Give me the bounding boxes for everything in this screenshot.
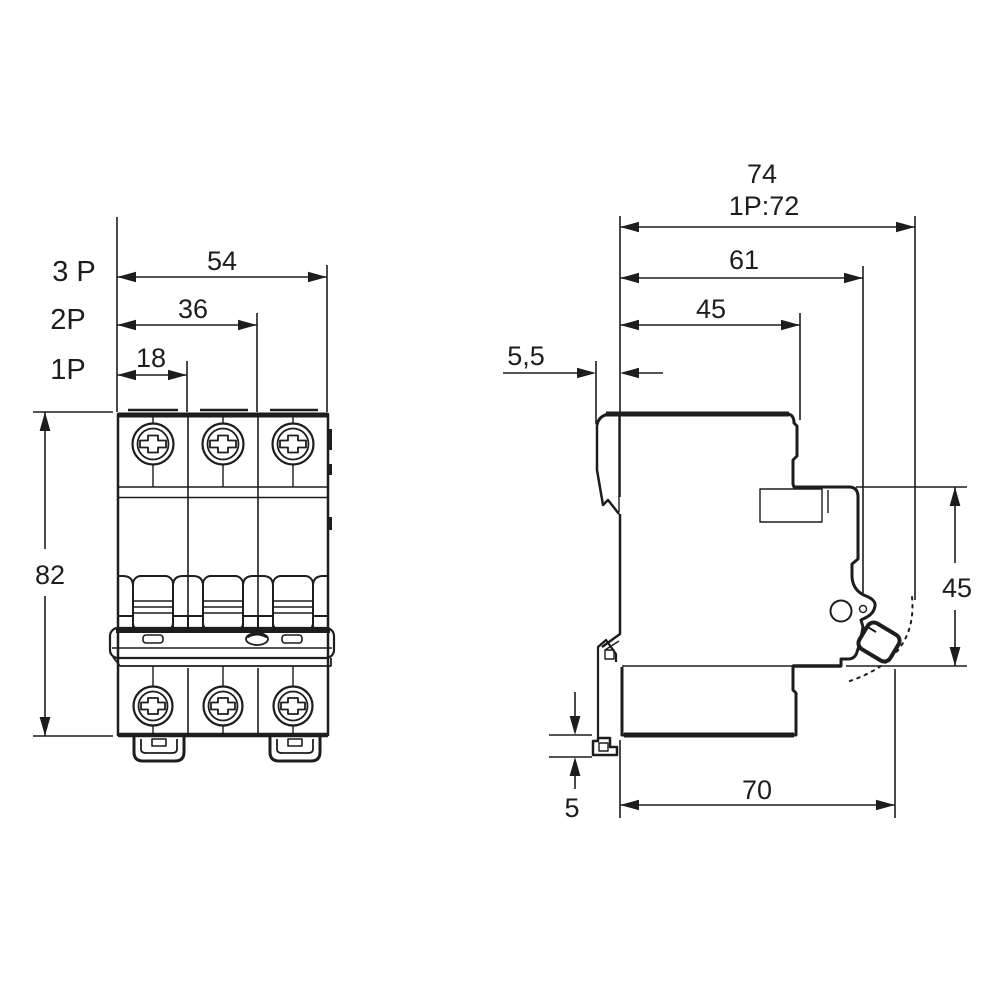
dim-value-1p: 1P:72 bbox=[729, 191, 800, 221]
screw-icon bbox=[272, 666, 314, 735]
mounting-tab bbox=[268, 736, 322, 763]
dim-value: 45 bbox=[942, 573, 972, 603]
dim-value: 45 bbox=[696, 294, 726, 324]
pole-pin-mark bbox=[327, 429, 332, 450]
dim-front-height: 82 bbox=[33, 411, 113, 737]
toggle-handles bbox=[118, 575, 328, 632]
pole-count-label: 1P bbox=[50, 354, 85, 386]
pole-count-label: 3 P bbox=[52, 256, 96, 288]
toggle-tie-bar bbox=[108, 626, 336, 667]
screw-icon bbox=[201, 415, 245, 487]
tie-bar-screw-icon bbox=[245, 632, 269, 646]
dim-front-width-3p: 3 P 54 bbox=[52, 217, 328, 412]
dim-side-45-top: 45 bbox=[620, 294, 801, 420]
dim-value: 36 bbox=[178, 294, 208, 324]
dim-value: 54 bbox=[207, 246, 237, 276]
toggle-lever bbox=[856, 620, 902, 664]
screw-icon bbox=[131, 415, 175, 487]
toggle-paddle bbox=[132, 575, 174, 632]
pole-pin-mark bbox=[327, 517, 332, 530]
screw-icon bbox=[202, 666, 244, 735]
side-label-area bbox=[759, 488, 829, 523]
dim-value: 5,5 bbox=[507, 341, 545, 371]
dim-side-rail-offset: 5,5 bbox=[503, 341, 663, 424]
padlock-hole bbox=[829, 599, 853, 623]
dim-value: 74 bbox=[747, 159, 777, 189]
dim-value: 70 bbox=[742, 775, 772, 805]
din-rail-clip bbox=[591, 638, 619, 757]
dim-value: 82 bbox=[35, 560, 65, 590]
toggle-travel-arc bbox=[846, 596, 914, 683]
side-body bbox=[595, 411, 877, 738]
screw-icon bbox=[271, 415, 315, 487]
dim-side-base-depth: 70 bbox=[619, 669, 896, 818]
pole-pin-mark bbox=[327, 464, 332, 475]
dim-side-clip-travel: 5 bbox=[549, 692, 592, 823]
mounting-tab bbox=[132, 736, 186, 763]
dim-front-width-2p: 2P 36 bbox=[50, 294, 258, 412]
dim-value: 18 bbox=[136, 343, 166, 373]
terminal-screws-bottom bbox=[132, 666, 314, 735]
screw-icon bbox=[132, 666, 174, 735]
terminal-screws-top bbox=[131, 415, 315, 487]
dim-side-61: 61 bbox=[620, 245, 864, 593]
toggle-paddle bbox=[202, 575, 244, 632]
side-view: 74 1P:72 61 45 5,5 bbox=[503, 159, 972, 823]
pivot-dot bbox=[858, 604, 868, 614]
toggle-paddle bbox=[272, 575, 314, 632]
dim-side-depth-total: 74 1P:72 bbox=[619, 159, 916, 600]
dim-front-width-1p: 1P 18 bbox=[50, 343, 188, 412]
dim-side-front-height: 45 bbox=[846, 486, 972, 667]
front-view: 3 P 54 2P 36 1P 18 82 bbox=[33, 217, 336, 763]
pole-count-label: 2P bbox=[50, 304, 85, 336]
dim-value: 5 bbox=[564, 793, 579, 823]
dim-value: 61 bbox=[729, 245, 759, 275]
